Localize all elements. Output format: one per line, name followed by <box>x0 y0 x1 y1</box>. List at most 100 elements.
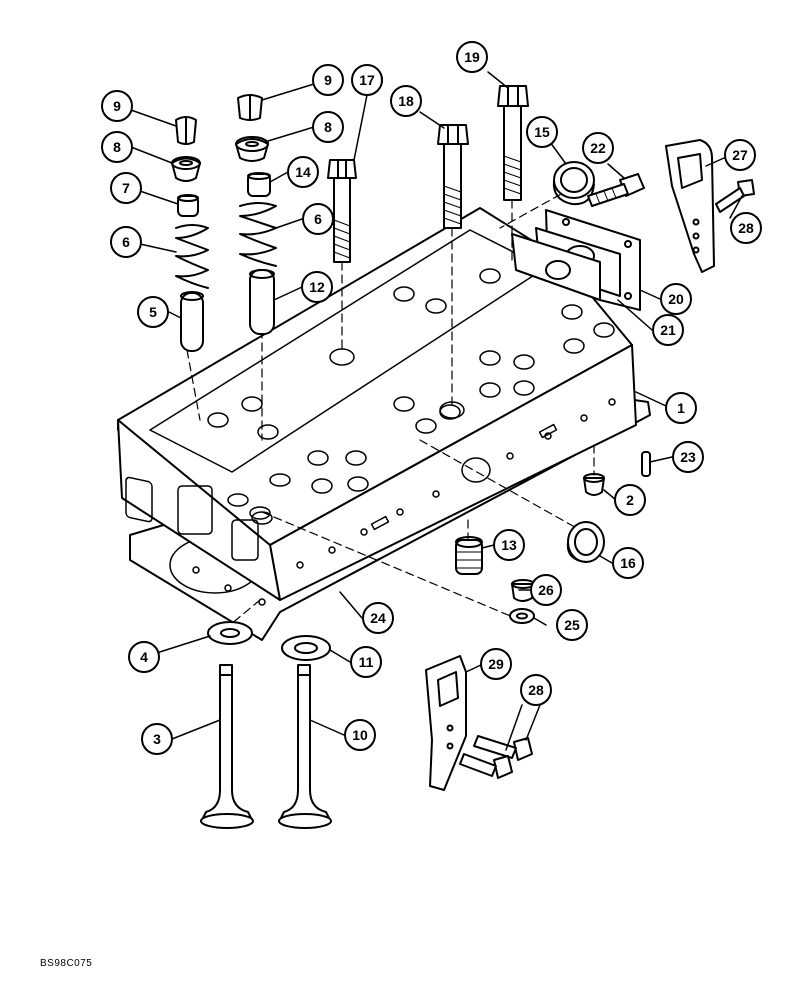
callout-c19: 19 <box>456 41 488 73</box>
callout-circle <box>526 116 558 148</box>
callout-c28b: 28 <box>520 674 552 706</box>
callout-c20: 20 <box>660 283 692 315</box>
head-bolt-18 <box>437 124 469 229</box>
callout-label: 29 <box>488 656 504 672</box>
figure-reference-code: BS98C075 <box>40 958 93 969</box>
callout-circle <box>520 674 552 706</box>
callout-c16: 16 <box>612 547 644 579</box>
callout-circle <box>350 646 382 678</box>
callout-circle <box>287 156 319 188</box>
assembly-lines <box>186 187 595 626</box>
callout-c11: 11 <box>350 646 382 678</box>
callout-label: 9 <box>113 98 121 114</box>
valve-collet-left <box>175 116 197 145</box>
callout-c10: 10 <box>344 719 376 751</box>
callout-c7: 7 <box>110 172 142 204</box>
cover-gasket <box>511 233 601 301</box>
callout-c28a: 28 <box>730 212 762 244</box>
callout-circle <box>351 64 383 96</box>
callout-circle <box>110 172 142 204</box>
callout-c22: 22 <box>582 132 614 164</box>
callout-circle <box>101 131 133 163</box>
callout-c4: 4 <box>128 641 160 673</box>
callout-label: 15 <box>534 124 550 140</box>
callout-c24: 24 <box>362 602 394 634</box>
callout-label: 19 <box>464 49 480 65</box>
callout-label: 4 <box>140 649 148 665</box>
callout-circle <box>652 314 684 346</box>
callout-circle <box>312 64 344 96</box>
callout-label: 16 <box>620 555 636 571</box>
callout-circle <box>493 529 525 561</box>
callout-label: 24 <box>370 610 386 626</box>
callout-c26: 26 <box>530 574 562 606</box>
valve-spring-right <box>239 202 277 267</box>
head-bolt-17 <box>327 159 357 263</box>
cup-plug-13 <box>455 536 483 575</box>
callout-c8b: 8 <box>312 111 344 143</box>
callout-circle <box>480 648 512 680</box>
callout-circle <box>137 296 169 328</box>
callout-label: 1 <box>677 400 685 416</box>
callout-circle <box>660 283 692 315</box>
spring-retainer-left <box>171 156 201 182</box>
callout-label: 12 <box>309 279 325 295</box>
callout-label: 5 <box>149 304 157 320</box>
callout-circle <box>344 719 376 751</box>
callout-label: 21 <box>660 322 676 338</box>
callout-c29: 29 <box>480 648 512 680</box>
valve-guide-12 <box>249 269 275 335</box>
callout-label: 8 <box>324 119 332 135</box>
callout-c9a: 9 <box>101 90 133 122</box>
callout-circle <box>665 392 697 424</box>
bracket-bolt-28-lower-a <box>473 735 533 761</box>
callout-label: 2 <box>626 492 634 508</box>
valve-collet-right <box>237 94 263 121</box>
valve-guide-5 <box>180 291 204 352</box>
callout-label: 20 <box>668 291 684 307</box>
callout-circle <box>724 139 756 171</box>
lifting-bracket-27 <box>665 139 715 273</box>
callout-label: 3 <box>153 731 161 747</box>
callout-c8a: 8 <box>101 131 133 163</box>
callout-c1: 1 <box>665 392 697 424</box>
seal-ring-16 <box>566 521 605 563</box>
valve-washer-11 <box>281 635 331 661</box>
callout-label: 13 <box>501 537 517 553</box>
callout-c27: 27 <box>724 139 756 171</box>
callout-label: 22 <box>590 140 606 156</box>
callout-circle <box>672 441 704 473</box>
drain-plug-26 <box>511 579 535 602</box>
spring-retainer-right <box>235 136 269 162</box>
callout-circle <box>582 132 614 164</box>
leader-lines <box>130 71 743 751</box>
callout-circle <box>556 609 588 641</box>
callout-c23: 23 <box>672 441 704 473</box>
callout-circle <box>312 111 344 143</box>
callout-c25: 25 <box>556 609 588 641</box>
callout-label: 27 <box>732 147 748 163</box>
valve-seal-7 <box>177 194 199 217</box>
callout-label: 28 <box>738 220 754 236</box>
callout-circle <box>362 602 394 634</box>
callout-c5: 5 <box>137 296 169 328</box>
sealing-washer-25 <box>509 608 535 624</box>
callout-label: 6 <box>314 211 322 227</box>
callout-circle <box>141 723 173 755</box>
valve-seal-14 <box>247 172 271 197</box>
callout-circle <box>456 41 488 73</box>
callout-label: 18 <box>398 93 414 109</box>
callout-circle <box>302 203 334 235</box>
callout-c2: 2 <box>614 484 646 516</box>
seal-15 <box>552 161 595 206</box>
bracket-bolt-28-upper <box>715 179 755 213</box>
callout-c18: 18 <box>390 85 422 117</box>
dowel-pin-23 <box>641 451 651 477</box>
callout-circle <box>612 547 644 579</box>
callout-label: 26 <box>538 582 554 598</box>
callout-label: 6 <box>122 234 130 250</box>
callout-circle <box>530 574 562 606</box>
callout-circle <box>301 271 333 303</box>
callout-label: 8 <box>113 139 121 155</box>
callout-circle <box>614 484 646 516</box>
